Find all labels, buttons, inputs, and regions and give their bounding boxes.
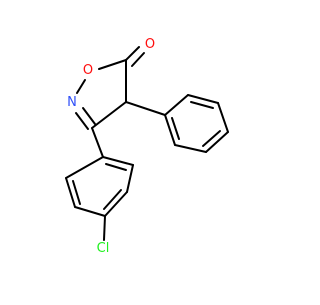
atom-n-ring: N bbox=[67, 95, 77, 110]
bond-n-c3 bbox=[82, 107, 96, 125]
atom-cl: Cl bbox=[97, 241, 110, 256]
molecule-canvas: O O N Cl bbox=[65, 37, 229, 256]
phenyl-bond-4 bbox=[205, 131, 229, 153]
chlorophenyl-bond-3 bbox=[104, 191, 128, 217]
bonds bbox=[65, 46, 229, 241]
bond-c3-c4 bbox=[91, 101, 127, 129]
chlorophenyl-bond-1 bbox=[102, 156, 134, 166]
phenyl-bond-3 bbox=[217, 102, 229, 133]
phenyl-inner-3 bbox=[171, 117, 180, 140]
chlorophenyl-bond-5 bbox=[65, 177, 76, 208]
phenyl-bond-2 bbox=[187, 94, 219, 104]
chlorophenyl-inner-2 bbox=[103, 189, 122, 210]
phenyl-bond-5 bbox=[174, 144, 207, 153]
chlorophenyl-inner-1 bbox=[105, 163, 127, 171]
chlorophenyl-bond-2 bbox=[126, 164, 134, 193]
bond-oring-n bbox=[76, 79, 86, 94]
phenyl-bond-1 bbox=[164, 94, 189, 116]
bond-c5-o-carbonyl-double bbox=[131, 52, 145, 67]
bond-c-cl bbox=[103, 215, 106, 241]
bond-c3-chlorophenyl bbox=[91, 127, 104, 158]
bond-c4-phenyl bbox=[125, 101, 166, 116]
bond-n-c3-double bbox=[75, 112, 89, 130]
chlorophenyl-bond-6 bbox=[65, 156, 104, 179]
bond-c5-oring bbox=[98, 59, 127, 70]
phenyl-inner-2 bbox=[202, 130, 221, 147]
phenyl-bond-6 bbox=[164, 114, 176, 146]
chlorophenyl-bond-4 bbox=[74, 206, 106, 217]
atom-o-carbonyl: O bbox=[145, 37, 155, 52]
bond-c5-o-carbonyl bbox=[125, 46, 140, 61]
chlorophenyl-inner-3 bbox=[72, 180, 81, 205]
atom-o-ring: O bbox=[83, 63, 93, 78]
molecule-structure: O O N Cl bbox=[65, 37, 229, 256]
phenyl-inner-1 bbox=[190, 101, 214, 109]
